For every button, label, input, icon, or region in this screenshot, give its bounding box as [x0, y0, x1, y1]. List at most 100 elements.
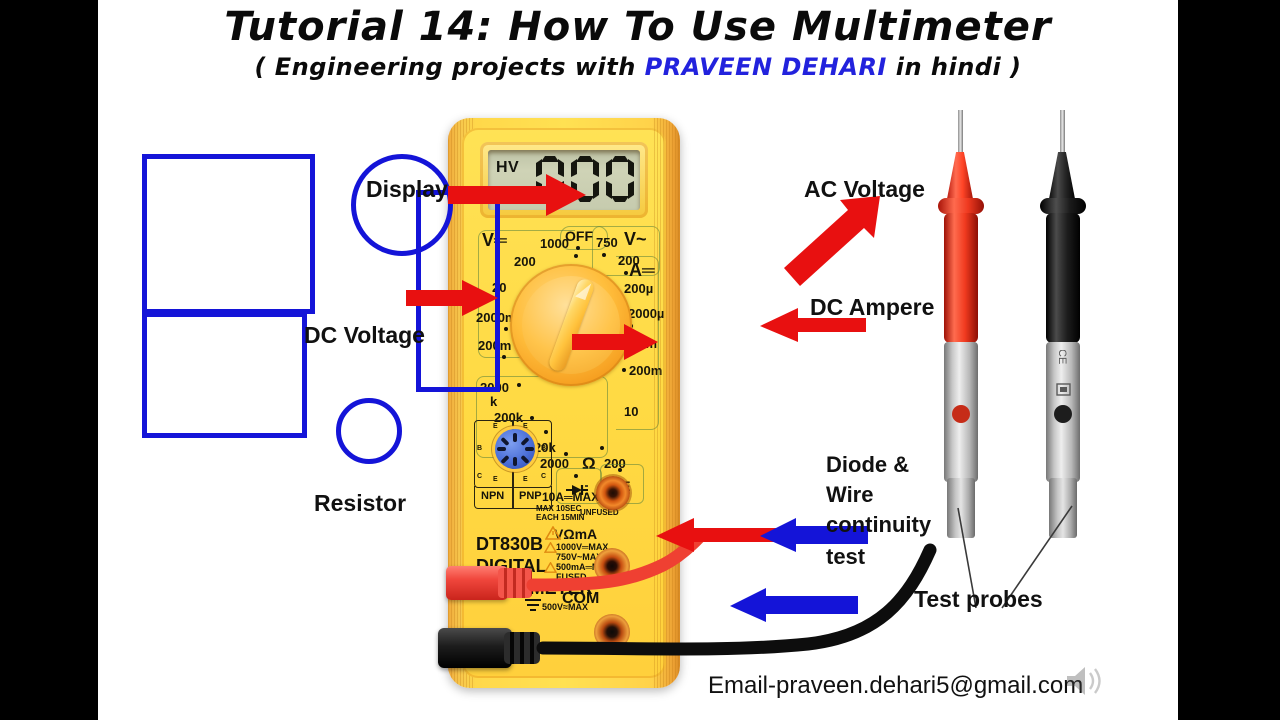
- jack-10a-label: 10A═MAX: [542, 490, 600, 504]
- dc-voltage-arrow-icon: [406, 280, 498, 316]
- dca-symbol: A═: [629, 260, 655, 280]
- acv-symbol: V~: [624, 229, 647, 249]
- dial-off-label: OFF: [565, 228, 593, 244]
- warning-triangle-icon-3: [543, 560, 558, 578]
- res-dot-2000: [564, 452, 568, 456]
- jack-10a-note1: MAX 10SEC: [536, 504, 582, 513]
- res-dot-200: [600, 446, 604, 450]
- pnp-pin-e: E: [523, 476, 528, 483]
- jack-10a[interactable]: [596, 476, 630, 510]
- black-probe-mark: [1054, 405, 1072, 423]
- dcv-range-1000: 1000: [540, 236, 569, 251]
- res-range-200: 200: [604, 456, 626, 471]
- transistor-pin-c1: C: [477, 473, 483, 480]
- slide-canvas: Tutorial 14: How To Use Multimeter ( Eng…: [98, 0, 1178, 720]
- res-dot-200k: [530, 416, 534, 420]
- hfe-dot: [618, 468, 622, 472]
- svg-text:CE: CE: [1056, 350, 1068, 364]
- res-range-20k: 20k: [534, 440, 556, 455]
- warning-triangle-icon: [538, 525, 562, 540]
- device-model: DT830B: [476, 534, 544, 554]
- speaker-icon: [1067, 667, 1101, 695]
- letterbox-right: [1178, 0, 1280, 720]
- dca-dot-200m: [622, 368, 626, 372]
- dc-voltage-highlight-box: [142, 154, 315, 314]
- lcd-digit: [606, 156, 634, 202]
- probe-leader-lines: [957, 505, 1073, 609]
- dcv-range-200: 200: [514, 254, 536, 269]
- label-diode-line1: Diode &: [826, 452, 910, 477]
- ac-voltage-arrow-icon: [784, 196, 880, 286]
- subtitle: ( Engineering projects with PRAVEEN DEHA…: [98, 53, 1178, 81]
- vomma-jack-arrow-icon: [730, 588, 858, 622]
- dcv-dot-2000m: [504, 327, 508, 331]
- ce-marks-icon: CE: [1056, 350, 1071, 396]
- label-ac-voltage: AC Voltage: [804, 176, 925, 202]
- jack-warn-1000v: 1000V═MAX: [556, 542, 609, 552]
- contact-email: Email-praveen.dehari5@gmail.com: [708, 672, 1084, 699]
- rotary-selector-ring[interactable]: [510, 264, 632, 386]
- page-title: Tutorial 14: How To Use Multimeter: [224, 4, 1052, 50]
- jack-10a-note3: UNFUSED: [580, 508, 619, 517]
- pnp-label: PNP: [519, 490, 542, 502]
- label-dc-voltage: DC Voltage: [304, 322, 425, 348]
- red-plug-strain-relief: [498, 568, 532, 598]
- npn-pin-e: E: [493, 476, 498, 483]
- black-plug-strain-relief: [504, 632, 540, 664]
- continuity-arrow-icon: [760, 518, 868, 552]
- jack-com-warn: 500V≈MAX: [542, 602, 588, 612]
- transistor-pin-c2: C: [541, 473, 547, 480]
- lcd-hv-indicator: HV: [496, 159, 520, 176]
- npn-pnp-frame: E E NPN PNP: [474, 476, 552, 509]
- jack-10a-note2: EACH 15MIN: [536, 513, 585, 522]
- letterbox-left: [0, 0, 98, 720]
- dca-range-10: 10: [624, 404, 639, 419]
- subtitle-author: PRAVEEN DEHARI: [644, 53, 887, 81]
- red-banana-plug[interactable]: [446, 566, 508, 600]
- res-range-2000k-line2: k: [490, 394, 498, 409]
- red-probe-mark: [952, 405, 970, 423]
- label-test-probes: Test probes: [914, 586, 1043, 612]
- subtitle-suffix: in hindi ): [886, 53, 1022, 81]
- dcv-symbol: V═: [482, 230, 507, 250]
- dcv-dot-1000: [574, 254, 578, 258]
- acv-range-750: 750: [596, 235, 618, 250]
- diode-icon: [566, 485, 588, 495]
- label-resistor: Resistor: [314, 490, 407, 516]
- off-group-outline: [560, 226, 608, 250]
- dcv-range-200m: 200m: [478, 338, 512, 353]
- subtitle-prefix: ( Engineering projects with: [254, 53, 645, 81]
- res-range-200k: 200k: [494, 410, 523, 425]
- black-test-probe[interactable]: CE: [1028, 110, 1098, 538]
- diode-highlight-circle: [336, 398, 402, 464]
- ground-icon: [525, 599, 541, 611]
- dc-ampere-arrow-icon: [760, 308, 866, 342]
- transistor-pin-b2: B: [541, 445, 547, 452]
- black-banana-plug[interactable]: [438, 628, 512, 668]
- red-test-probe[interactable]: [926, 110, 996, 538]
- label-diode-line4: test: [826, 544, 866, 569]
- label-diode-line3: continuity: [826, 512, 932, 537]
- res-dot-2000k: [517, 383, 521, 387]
- jack-vomma-label: VΩmA: [554, 526, 598, 542]
- dca-range-200u: 200µ: [624, 281, 654, 296]
- probe-cables: [526, 540, 937, 656]
- label-display: Display: [366, 176, 448, 202]
- display-arrow-icon: [448, 174, 586, 216]
- acv-dot-750: [602, 253, 606, 257]
- label-diode-line2: Wire: [826, 482, 874, 507]
- dcv-dot-200m: [502, 355, 506, 359]
- res-dot-20k: [544, 430, 548, 434]
- dca-range-200m: 200m: [629, 363, 663, 378]
- diode-arrow-icon: [656, 518, 786, 552]
- transistor-pin-e1: E: [493, 423, 498, 430]
- resistor-highlight-box: [142, 312, 307, 438]
- transistor-pin-e2: E: [523, 423, 528, 430]
- dca-range-2000u: 2000µ: [628, 306, 665, 321]
- warning-triangle-icon-2: [543, 540, 558, 558]
- res-range-2000: 2000: [540, 456, 569, 471]
- dial-arrow-icon: [572, 324, 658, 360]
- jack-warn-fused: FUSED: [556, 572, 587, 582]
- transistor-test-socket[interactable]: [495, 429, 535, 469]
